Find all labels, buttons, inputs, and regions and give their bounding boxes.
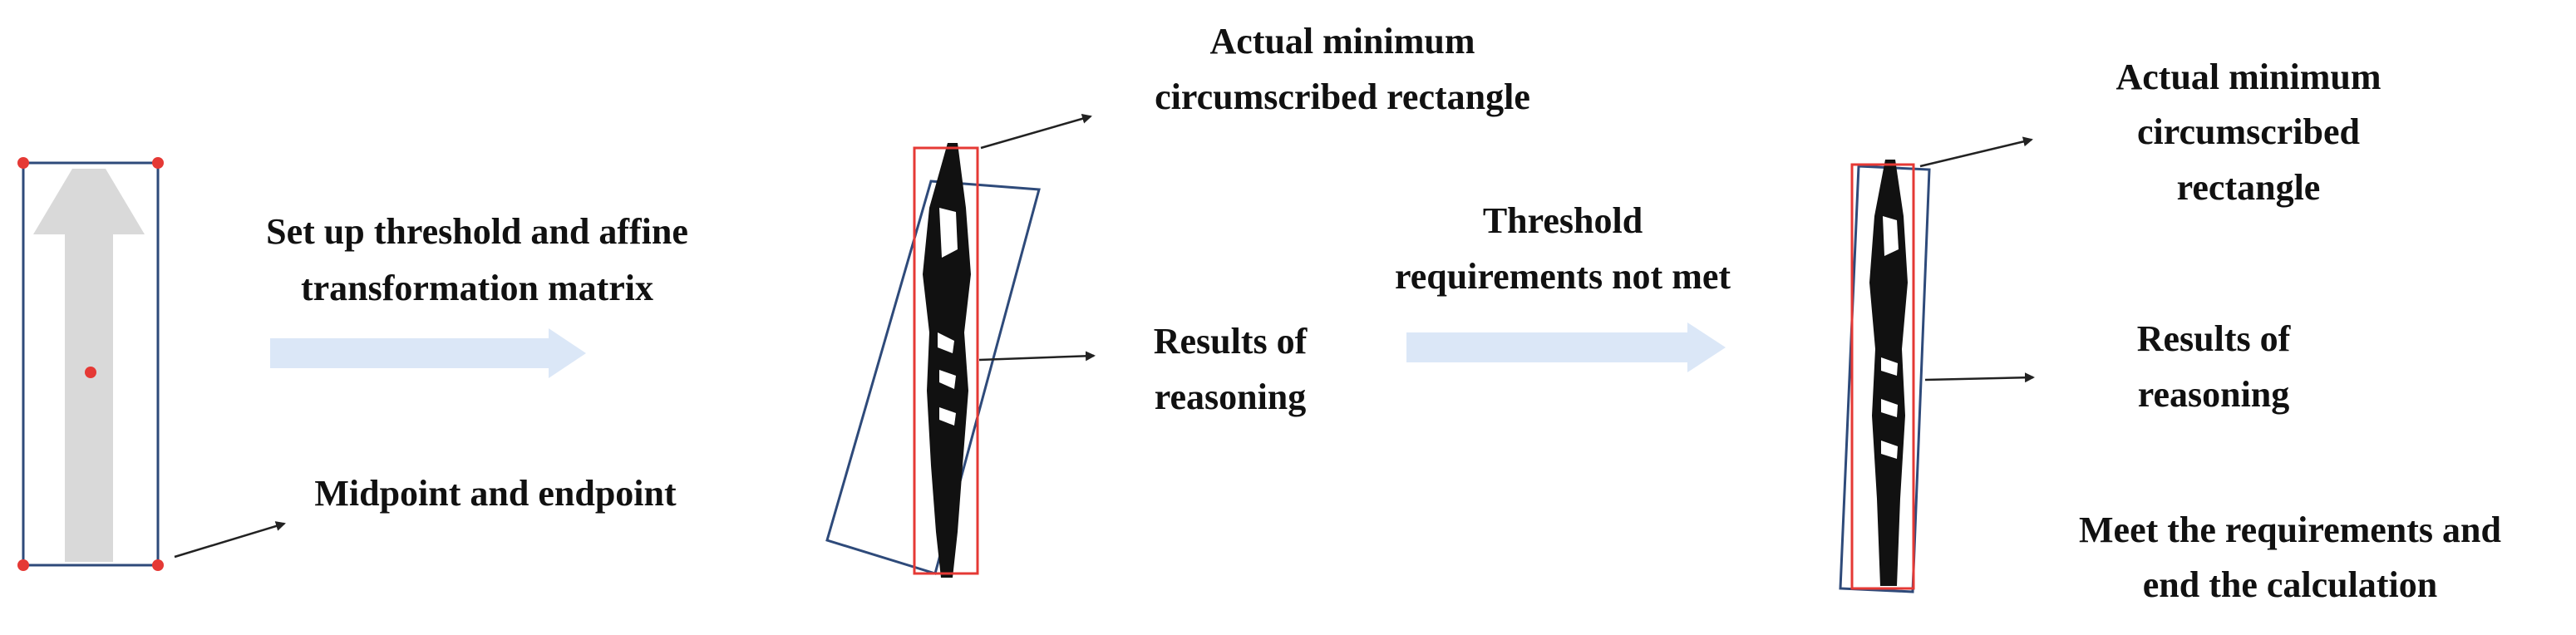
label-actual-1-line2: circumscribed rectangle — [1155, 76, 1530, 117]
label-actual-1-line1: Actual minimum — [1210, 21, 1475, 62]
label-not-met-line1: Threshold — [1483, 200, 1643, 241]
pointer-results-2 — [1924, 372, 2035, 383]
label-meet-line2: end the calculation — [2143, 564, 2437, 605]
label-not-met-line2: requirements not met — [1395, 256, 1731, 297]
endpoint-bottom-left — [17, 559, 29, 571]
endpoint-top-right — [152, 157, 164, 169]
label-actual-2-line3: rectangle — [2177, 167, 2321, 208]
estimated-rotated-rectangle-2 — [1839, 165, 1931, 593]
first-pass-panel — [825, 114, 1096, 578]
label-actual-2-line2: circumscribed — [2137, 111, 2360, 152]
label-results-1-line2: reasoning — [1155, 377, 1307, 417]
label-midpoint-endpoint: Midpoint and endpoint — [314, 473, 677, 514]
label-threshold-line1: Set up threshold and affine — [266, 211, 688, 252]
label-results-2-line2: reasoning — [2138, 374, 2290, 415]
endpoint-bottom-right — [152, 559, 164, 571]
midpoint — [85, 367, 96, 378]
actual-min-rectangle-1 — [913, 146, 979, 575]
endpoint-top-left — [17, 157, 29, 169]
label-results-1-line1: Results of — [1154, 321, 1308, 362]
label-results-2-line1: Results of — [2137, 318, 2292, 359]
flow-arrow-2 — [1406, 322, 1726, 372]
flow-arrow-1 — [270, 328, 586, 378]
pointer-results-1 — [978, 351, 1096, 362]
label-meet-line1: Meet the requirements and — [2079, 509, 2501, 550]
template-arrow-icon — [33, 169, 145, 562]
pointer-actual-1 — [980, 114, 1092, 150]
label-actual-2-line1: Actual minimum — [2116, 57, 2381, 97]
template-panel — [17, 157, 286, 571]
second-pass-panel — [1839, 136, 2035, 593]
actual-min-rectangle-2 — [1850, 163, 1915, 590]
template-bounding-box — [22, 161, 160, 567]
midpoint-pointer-arrow — [174, 521, 286, 559]
pointer-actual-2 — [1919, 136, 2033, 168]
target-shape-1 — [923, 143, 971, 578]
label-threshold-line2: transformation matrix — [301, 268, 653, 308]
